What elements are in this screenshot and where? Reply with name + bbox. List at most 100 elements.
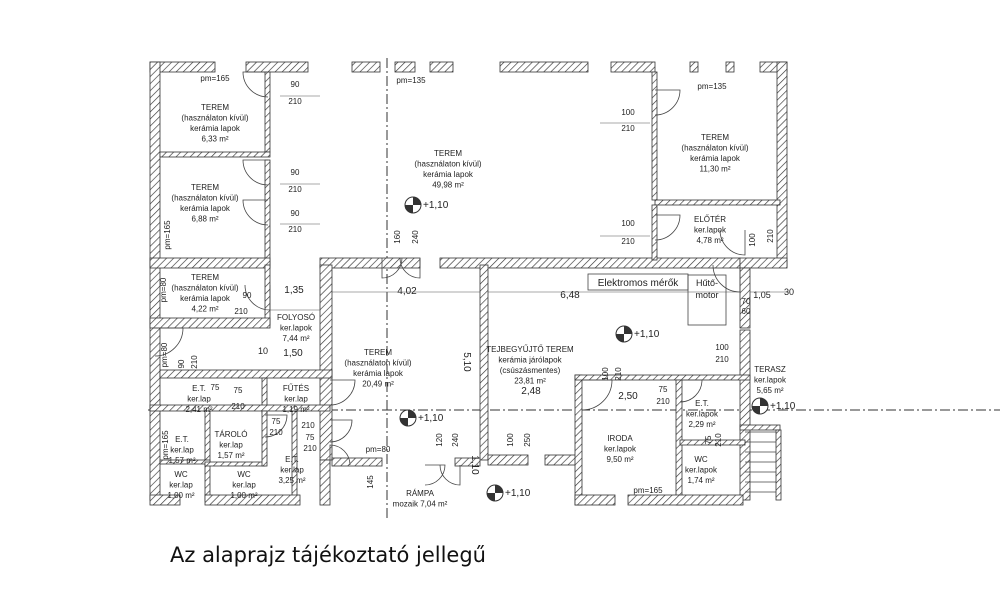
room-detail: ker.lap [219, 441, 243, 450]
door-swing [264, 414, 288, 438]
motor-box [687, 274, 727, 326]
wall [264, 264, 271, 326]
room-name: ELŐTÉR [694, 215, 726, 224]
room-detail: ker.lapok [754, 376, 787, 385]
room-detail: 7,44 m² [282, 334, 309, 343]
wall [331, 457, 383, 467]
room-name: E.T. [285, 455, 299, 464]
door-swing [439, 464, 461, 486]
room-detail: (használaton kívül) [344, 359, 411, 368]
wall [319, 264, 333, 461]
dimension-label: 210 [269, 428, 283, 437]
wall [261, 410, 268, 467]
level-marker: +1,10 [404, 196, 449, 214]
dimension-label: 2,48 [521, 386, 541, 397]
cooling-motor-label: Hűtő- [696, 278, 718, 288]
wall [739, 257, 788, 269]
parapet-height: pm=135 [697, 82, 727, 91]
room-detail: kerámia lapok [690, 154, 741, 163]
wall [487, 454, 529, 466]
wall [204, 410, 211, 502]
door-swing [329, 444, 351, 466]
dimension-label: 4,02 [397, 286, 417, 297]
dimension-label: 75 [659, 385, 668, 394]
wall [739, 267, 751, 329]
dimension-label: 75 [234, 386, 243, 395]
room-labels: TEREM(használaton kívül)kerámia lapok6,3… [159, 74, 796, 509]
dimension-label: 100 [748, 233, 757, 247]
room-name: E.T. [695, 399, 709, 408]
wall [454, 457, 481, 467]
room-name: E.T. [175, 435, 189, 444]
wall [204, 494, 301, 506]
room-detail: ker.lapok [280, 324, 313, 333]
door-swing [654, 89, 681, 116]
door-swing [719, 229, 746, 256]
dimension-label: 160 [393, 230, 402, 244]
room-name: TEREM [434, 149, 462, 158]
wall [245, 61, 309, 73]
wall [499, 61, 589, 73]
room-detail: ker.lapok [686, 410, 719, 419]
wall [264, 71, 271, 153]
room-detail: 9,50 m² [606, 455, 633, 464]
wall [149, 404, 331, 412]
level-symbol-fill [400, 410, 416, 426]
wall [159, 151, 271, 158]
room-name: TEJBEGYŰJTŐ TEREM [486, 345, 574, 354]
dimension-label: 100 [621, 219, 635, 228]
dimension-label: 90 [177, 359, 186, 368]
parapet-height: pm=135 [396, 76, 426, 85]
wall [679, 439, 746, 446]
room-detail: ker.lapok [604, 445, 637, 454]
electric-meters-label: Elektromos mérők [598, 278, 680, 289]
room-name: RÁMPA [406, 489, 435, 498]
room-label: TEREM(használaton kívül)kerámia lapok4,2… [171, 273, 238, 314]
wall [149, 257, 271, 269]
dimension-label: 75 [306, 433, 315, 442]
door-swing [424, 464, 446, 486]
dimension-label: 210 [190, 355, 199, 369]
wall [574, 494, 616, 506]
room-detail: 1,57 m² [217, 451, 244, 460]
level-symbol-fill [752, 398, 768, 414]
room-detail: ker.lap [170, 446, 194, 455]
dimension-label: 210 [288, 225, 302, 234]
dimension-label: 210 [621, 237, 635, 246]
room-name: TEREM [191, 273, 219, 282]
dimension-label: 210 [656, 397, 670, 406]
level-symbol-fill [487, 485, 503, 501]
room-detail: 1,74 m² [687, 476, 714, 485]
room-name: FŰTÉS [283, 384, 309, 393]
room-detail: ker.lapok [685, 466, 718, 475]
level-marker: +1,10 [615, 325, 660, 343]
dimension-label: 210 [621, 124, 635, 133]
room-detail: ker.lap [232, 481, 256, 490]
dimension-label: 210 [231, 402, 245, 411]
room-name: WC [694, 455, 708, 464]
dimension-label: 1,10 [469, 455, 480, 475]
parapet-height: pm=165 [200, 74, 230, 83]
dimension-label: 100 [601, 367, 610, 381]
door-swing [679, 379, 703, 403]
dimension-label: 5,10 [461, 352, 472, 372]
disclaimer-caption: Az alaprajz tájékoztató jellegű [170, 543, 486, 567]
room-detail: 20,49 m² [362, 380, 394, 389]
level-marker: +1,10 [751, 397, 796, 415]
level-symbol-fill [405, 197, 421, 213]
room-detail: 6,88 m² [191, 215, 218, 224]
dimension-label: 100 [715, 343, 729, 352]
room-detail: ker.lap [280, 466, 304, 475]
room-detail: kerámia lapok [423, 170, 474, 179]
dimension-label: 250 [523, 433, 532, 447]
wall [651, 71, 658, 201]
wall [479, 264, 489, 461]
wall [394, 61, 416, 73]
wall [627, 494, 744, 506]
wall [159, 369, 333, 379]
wall [739, 424, 781, 431]
